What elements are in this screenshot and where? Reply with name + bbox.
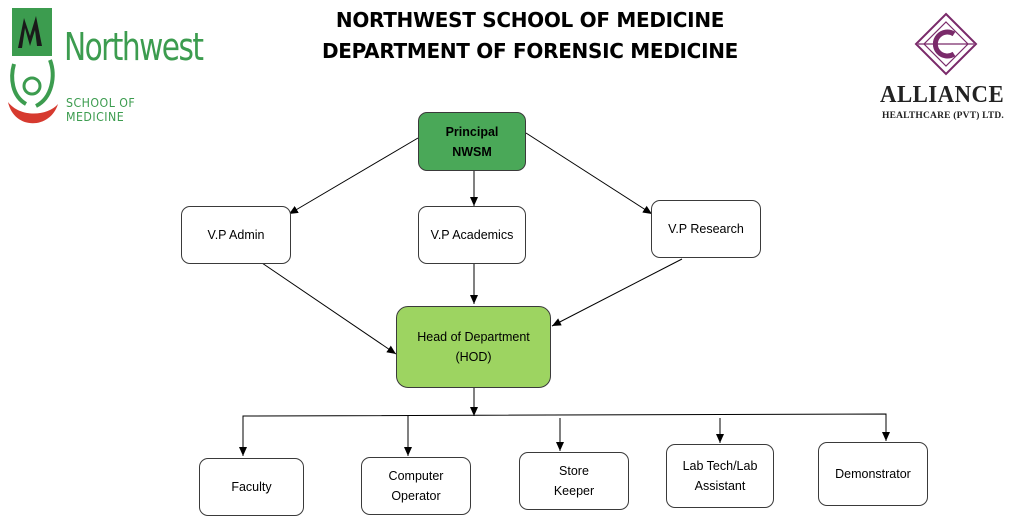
northwest-logo-name: Northwest (64, 25, 204, 69)
alliance-logo: ALLIANCE HEALTHCARE (PVT) LTD. (874, 8, 1020, 128)
node-principal: Principal NWSM (418, 112, 526, 171)
northwest-school-logo-icon (8, 8, 58, 124)
node-demonstrator-label: Demonstrator (835, 467, 911, 481)
node-vp-research: V.P Research (651, 200, 761, 258)
node-faculty-label: Faculty (231, 480, 272, 494)
node-store-keeper-label: Store Keeper (553, 464, 595, 498)
page-title-line-2: DEPARTMENT OF FORENSIC MEDICINE (321, 39, 739, 63)
node-vp-admin-label: V.P Admin (207, 228, 265, 242)
node-faculty: Faculty (199, 458, 304, 516)
node-hod: Head of Department (HOD) (396, 306, 551, 388)
alliance-logo-subtitle: HEALTHCARE (PVT) LTD. (882, 111, 1005, 121)
northwest-logo: Northwest SCHOOL OF MEDICINE (4, 6, 204, 130)
connector-vp-research-hod (551, 258, 683, 327)
node-store-keeper: Store Keeper (519, 452, 629, 510)
node-vp-admin: V.P Admin (181, 206, 291, 264)
node-vp-academics: V.P Academics (418, 206, 526, 264)
page-title-line-1: NORTHWEST SCHOOL OF MEDICINE (335, 8, 725, 32)
node-lab-tech: Lab Tech/Lab Assistant (666, 444, 774, 508)
node-vp-research-label: V.P Research (668, 222, 744, 236)
connector-principal-vp-admin (288, 137, 419, 215)
node-lab-tech-label: Lab Tech/Lab Assistant (682, 459, 758, 493)
node-computer-operator-label: Computer Operator (388, 469, 444, 503)
node-vp-academics-label: V.P Academics (430, 228, 514, 242)
alliance-healthcare-logo-icon (914, 12, 978, 76)
node-principal-label: Principal NWSM (445, 124, 499, 159)
node-demonstrator: Demonstrator (818, 442, 928, 506)
node-computer-operator: Computer Operator (361, 457, 471, 515)
node-hod-label: Head of Department (HOD) (417, 330, 530, 364)
alliance-logo-name: ALLIANCE (880, 82, 1005, 108)
connector-principal-vp-research (525, 132, 653, 215)
connector-bus-horizontal (242, 413, 887, 420)
northwest-logo-subtitle: SCHOOL OF MEDICINE (66, 96, 136, 124)
connector-vp-admin-hod (261, 262, 397, 355)
